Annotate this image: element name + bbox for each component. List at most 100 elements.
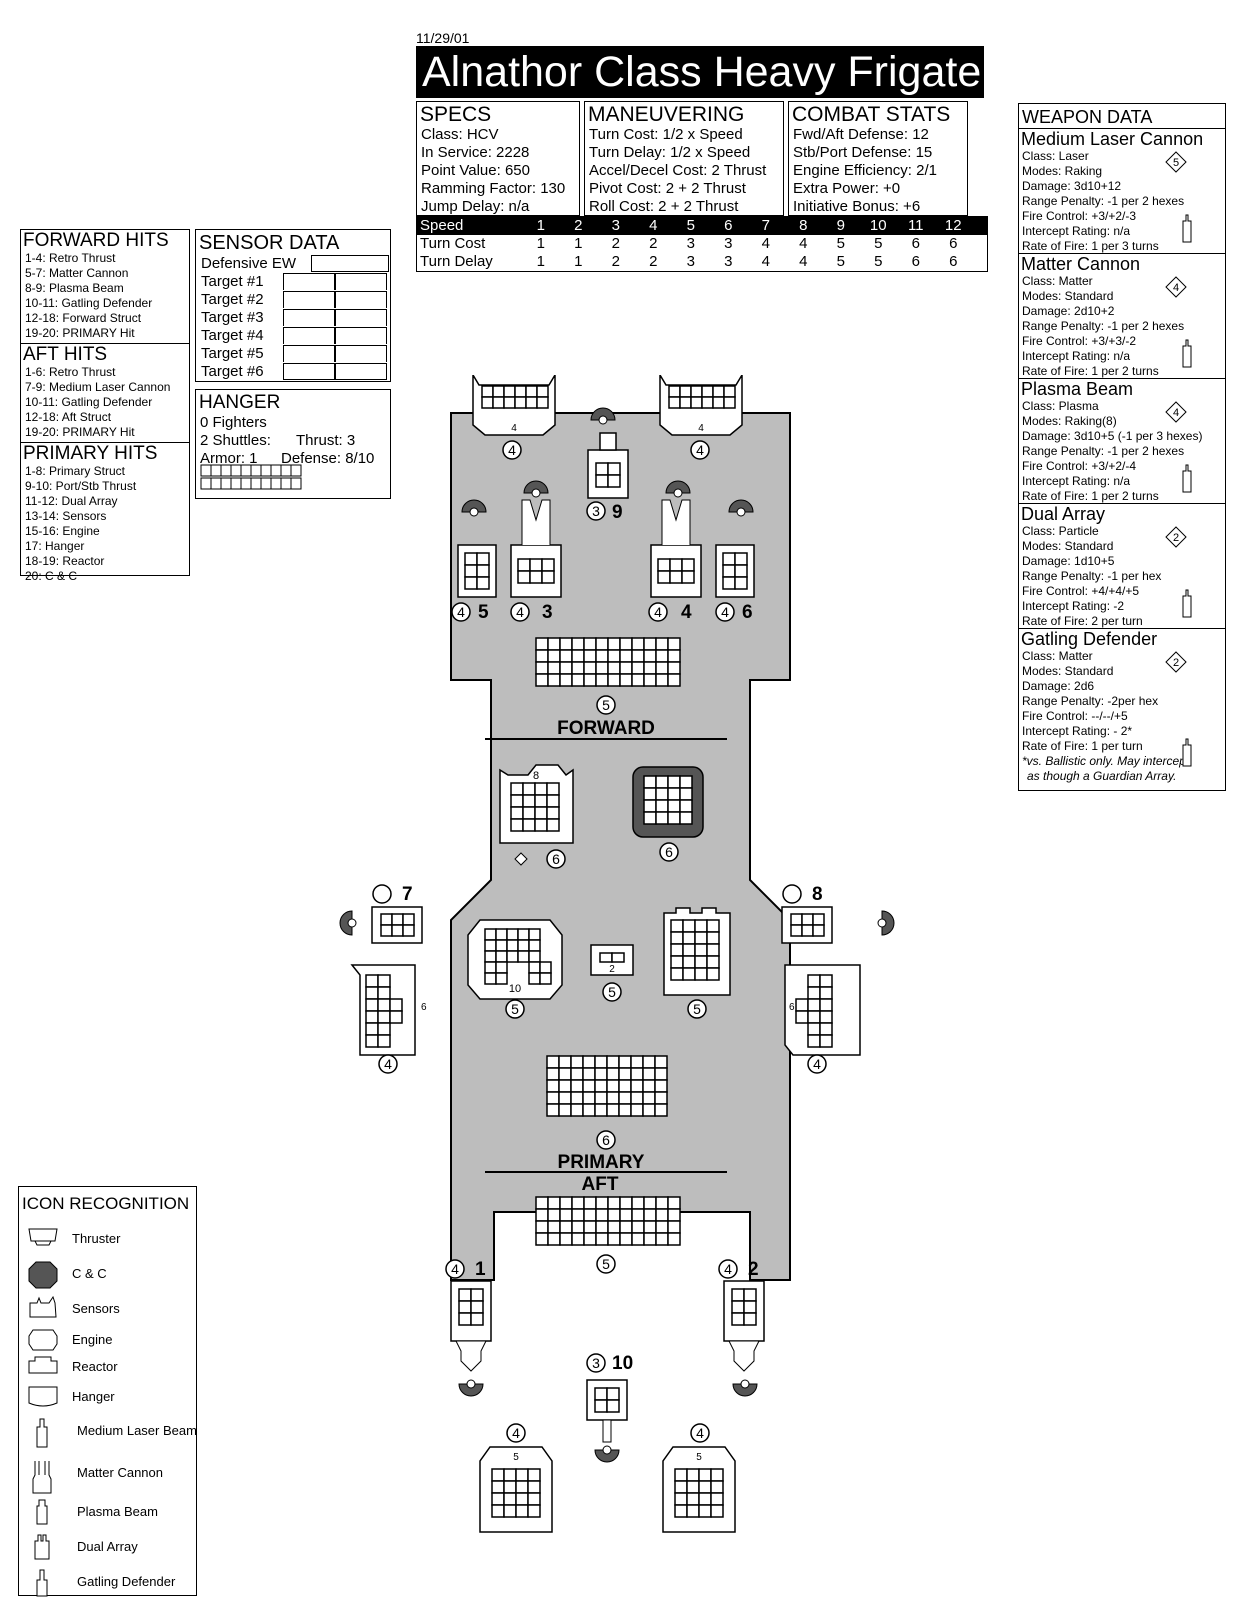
weapon-armor-grid[interactable]: [722, 552, 748, 590]
thruster-armor-grid[interactable]: [674, 1468, 724, 1518]
weapon-stat: Range Penalty: -2per hex: [1022, 694, 1159, 708]
gatling-armor-grid[interactable]: [594, 1387, 620, 1413]
maneuvering-line: Turn Cost: 1/2 x Speed: [589, 126, 743, 143]
thruster-armor-grid[interactable]: [795, 998, 833, 1024]
armor-circle: 5: [505, 999, 525, 1019]
laser-armor-grid[interactable]: [458, 1288, 484, 1326]
svg-text:5: 5: [602, 697, 610, 713]
cc-armor-grid[interactable]: [643, 775, 693, 825]
legend-item: Plasma Beam: [19, 1498, 219, 1526]
shuttle-armor-box: [210, 477, 222, 490]
target-ew-field[interactable]: [283, 326, 335, 344]
weapon-mount-icon: [740, 1379, 750, 1389]
svg-text:4: 4: [721, 604, 729, 620]
thruster-armor-label: 4: [698, 423, 704, 434]
weapon-note: as though a Guardian Array.: [1027, 769, 1177, 783]
reactor-armor-grid[interactable]: [670, 919, 720, 981]
weapon-name: Dual Array: [1021, 504, 1106, 524]
speeds-cell: 1: [536, 217, 545, 234]
armor-diamond-icon: 5: [1165, 151, 1187, 173]
armor-circle: 4: [690, 1423, 710, 1443]
hanger-armor-row: Armor: 1 Defense: 8/10: [196, 450, 390, 468]
legend-label: Plasma Beam: [77, 1504, 158, 1519]
target-ew-field[interactable]: [283, 272, 335, 290]
thruster-armor-grid[interactable]: [365, 998, 403, 1024]
hanger-thrust: Thrust: 3: [296, 432, 356, 449]
engine-armor-grid[interactable]: [528, 961, 552, 985]
weapon-stat: Modes: Standard: [1022, 289, 1114, 303]
turn-cost-cell: 3: [724, 235, 733, 252]
target-ew-field[interactable]: [335, 344, 387, 362]
hanger-armor-grid[interactable]: [599, 952, 625, 963]
armor-diamond-icon: 4: [1165, 276, 1187, 298]
sheet-date: 11/29/01: [416, 30, 470, 46]
mount-neck: [599, 432, 617, 451]
target-ew-field[interactable]: [283, 362, 335, 380]
gatling-armor-grid[interactable]: [595, 462, 621, 488]
target-label: Target #3: [201, 308, 264, 326]
thruster-armor-grid[interactable]: [365, 1022, 391, 1048]
svg-text:5: 5: [511, 1001, 519, 1017]
weapon-name: Medium Laser Cannon: [1021, 129, 1204, 149]
turn-cost-cell: 1: [536, 235, 545, 252]
svg-text:4: 4: [516, 604, 524, 620]
speeds-cell: 4: [649, 217, 658, 234]
shuttle-armor-box: [250, 477, 262, 490]
target-ew-field[interactable]: [335, 362, 387, 380]
speeds-cell: 6: [724, 217, 733, 234]
thruster-armor-label: 5: [513, 1452, 519, 1463]
gatling-armor-grid[interactable]: [790, 913, 825, 937]
turn-cost-cell: 5: [874, 235, 883, 252]
turn-delay-cell: 2: [649, 253, 658, 270]
thruster-armor-grid[interactable]: [481, 385, 549, 409]
armor-circle: 4: [445, 1259, 465, 1279]
weapon-armor-grid[interactable]: [464, 552, 490, 590]
thruster-armor-grid[interactable]: [668, 385, 736, 409]
defensive-ew-field[interactable]: [311, 254, 389, 272]
shuttle-boxes[interactable]: [200, 464, 310, 494]
thruster-armor-grid[interactable]: [491, 1468, 541, 1518]
shuttle-armor-box: [290, 464, 302, 477]
maneuvering-line: Pivot Cost: 2 + 2 Thrust: [589, 180, 746, 197]
laser-barrel: [455, 1340, 487, 1372]
target-ew-field[interactable]: [335, 272, 387, 290]
gatling-armor-grid[interactable]: [380, 913, 415, 937]
sensors-icon: [29, 1295, 57, 1318]
target-ew-field[interactable]: [283, 344, 335, 362]
target-ew-field[interactable]: [283, 308, 335, 326]
target-label: Target #5: [201, 344, 264, 362]
primary-structure-grid[interactable]: [546, 1055, 668, 1117]
target-ew-field[interactable]: [335, 308, 387, 326]
thruster-armor-grid[interactable]: [807, 974, 833, 1000]
weapon-stat: Damage: 3d10+12: [1022, 179, 1122, 193]
weapon-armor-grid[interactable]: [517, 558, 555, 584]
target-ew-field[interactable]: [335, 290, 387, 308]
thruster-armor-grid[interactable]: [807, 1022, 833, 1048]
target-ew-field[interactable]: [335, 326, 387, 344]
turn-delay-cell: 3: [724, 253, 733, 270]
armor-circle: 3: [586, 1353, 606, 1373]
sensors-armor-label: 8: [533, 770, 539, 782]
engine-armor-grid[interactable]: [484, 961, 508, 985]
armor-circle: 4: [378, 1054, 398, 1074]
laser-armor-grid[interactable]: [731, 1288, 757, 1326]
legend-label: C & C: [72, 1266, 107, 1281]
weapon-stat: Intercept Rating: -2: [1022, 599, 1125, 613]
weapon-name: Gatling Defender: [1021, 629, 1158, 649]
aft-structure-grid[interactable]: [535, 1196, 681, 1246]
maneuvering-header: MANEUVERING: [588, 103, 745, 126]
target-ew-field[interactable]: [283, 290, 335, 308]
thruster-armor-grid[interactable]: [365, 974, 391, 1000]
weapon-mount-icon: [598, 415, 608, 425]
sensors-armor-grid[interactable]: [510, 782, 560, 832]
weapon-stat: Damage: 1d10+5: [1022, 554, 1115, 568]
weapon-name: Plasma Beam: [1021, 379, 1134, 399]
engine-armor-grid[interactable]: [484, 928, 541, 963]
weapon-mount-icon: [673, 488, 683, 498]
hit-line: 7-9: Medium Laser Cannon: [25, 380, 171, 394]
weapon-mount-icon: [877, 918, 887, 928]
weapon-armor-grid[interactable]: [657, 558, 695, 584]
forward-structure-grid[interactable]: [535, 637, 681, 687]
armor-diamond-icon: 4: [1165, 401, 1187, 423]
